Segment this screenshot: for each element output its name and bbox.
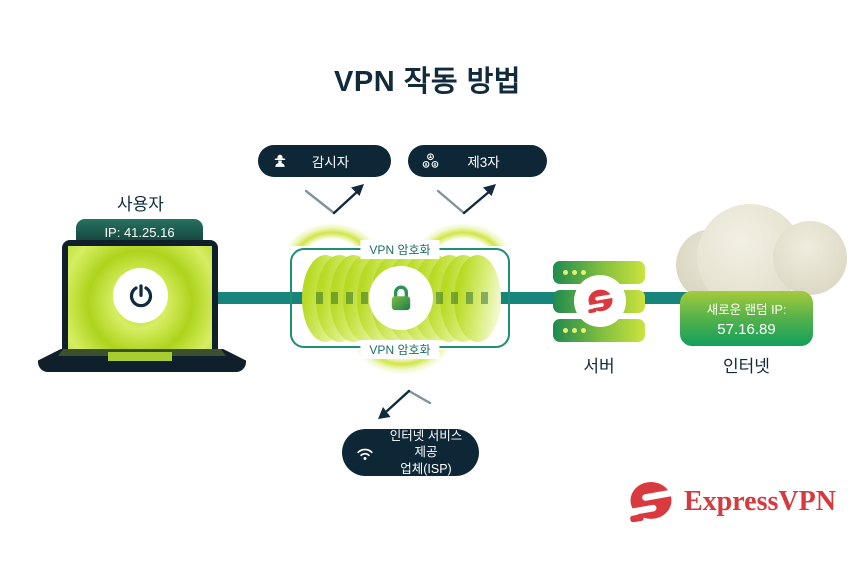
wifi-icon xyxy=(355,443,375,463)
spy-icon xyxy=(271,152,289,170)
server-leds xyxy=(563,328,586,333)
isp-badge: 인터넷 서비스 제공 업체(ISP) xyxy=(342,429,479,476)
server-label: 서버 xyxy=(583,357,615,376)
server-rack-bar xyxy=(553,261,645,284)
server-leds xyxy=(563,270,586,275)
expressvpn-icon xyxy=(628,482,674,522)
brand-name: ExpressVPN xyxy=(684,485,836,517)
third-party-badge: 제3자 xyxy=(408,145,547,177)
watcher-label: 감시자 xyxy=(311,155,350,170)
people-network-icon xyxy=(421,152,440,171)
power-button xyxy=(113,268,168,323)
power-icon xyxy=(129,283,152,307)
new-ip-card: 새로운 랜덤 IP: 57.16.89 xyxy=(680,291,813,346)
third-party-label: 제3자 xyxy=(467,155,500,170)
laptop-touchpad xyxy=(108,352,172,361)
vpn-encryption-label-top: VPN 암호화 xyxy=(360,240,440,259)
lock-icon xyxy=(391,285,411,311)
user-label: 사용자 xyxy=(117,195,164,214)
cloud-shape xyxy=(773,221,847,295)
brand-logo: ExpressVPN xyxy=(628,481,836,522)
bounce-arrow-isp xyxy=(378,389,432,419)
bounce-arrow-watcher xyxy=(304,184,364,215)
new-ip-value: 57.16.89 xyxy=(717,321,776,338)
vpn-encryption-label-bottom: VPN 암호화 xyxy=(360,340,440,359)
watcher-badge: 감시자 xyxy=(258,145,391,177)
encryption-lock-badge xyxy=(369,266,433,330)
server-brand-badge xyxy=(574,275,626,327)
server-rack-bar xyxy=(553,319,645,342)
isp-label: 인터넷 서비스 제공 업체(ISP) xyxy=(389,429,463,476)
page-title: VPN 작동 방법 xyxy=(334,66,521,98)
expressvpn-icon xyxy=(586,289,614,313)
internet-label: 인터넷 xyxy=(723,357,770,376)
bounce-arrow-third-party xyxy=(436,184,496,215)
new-ip-caption: 새로운 랜덤 IP: xyxy=(706,303,787,317)
